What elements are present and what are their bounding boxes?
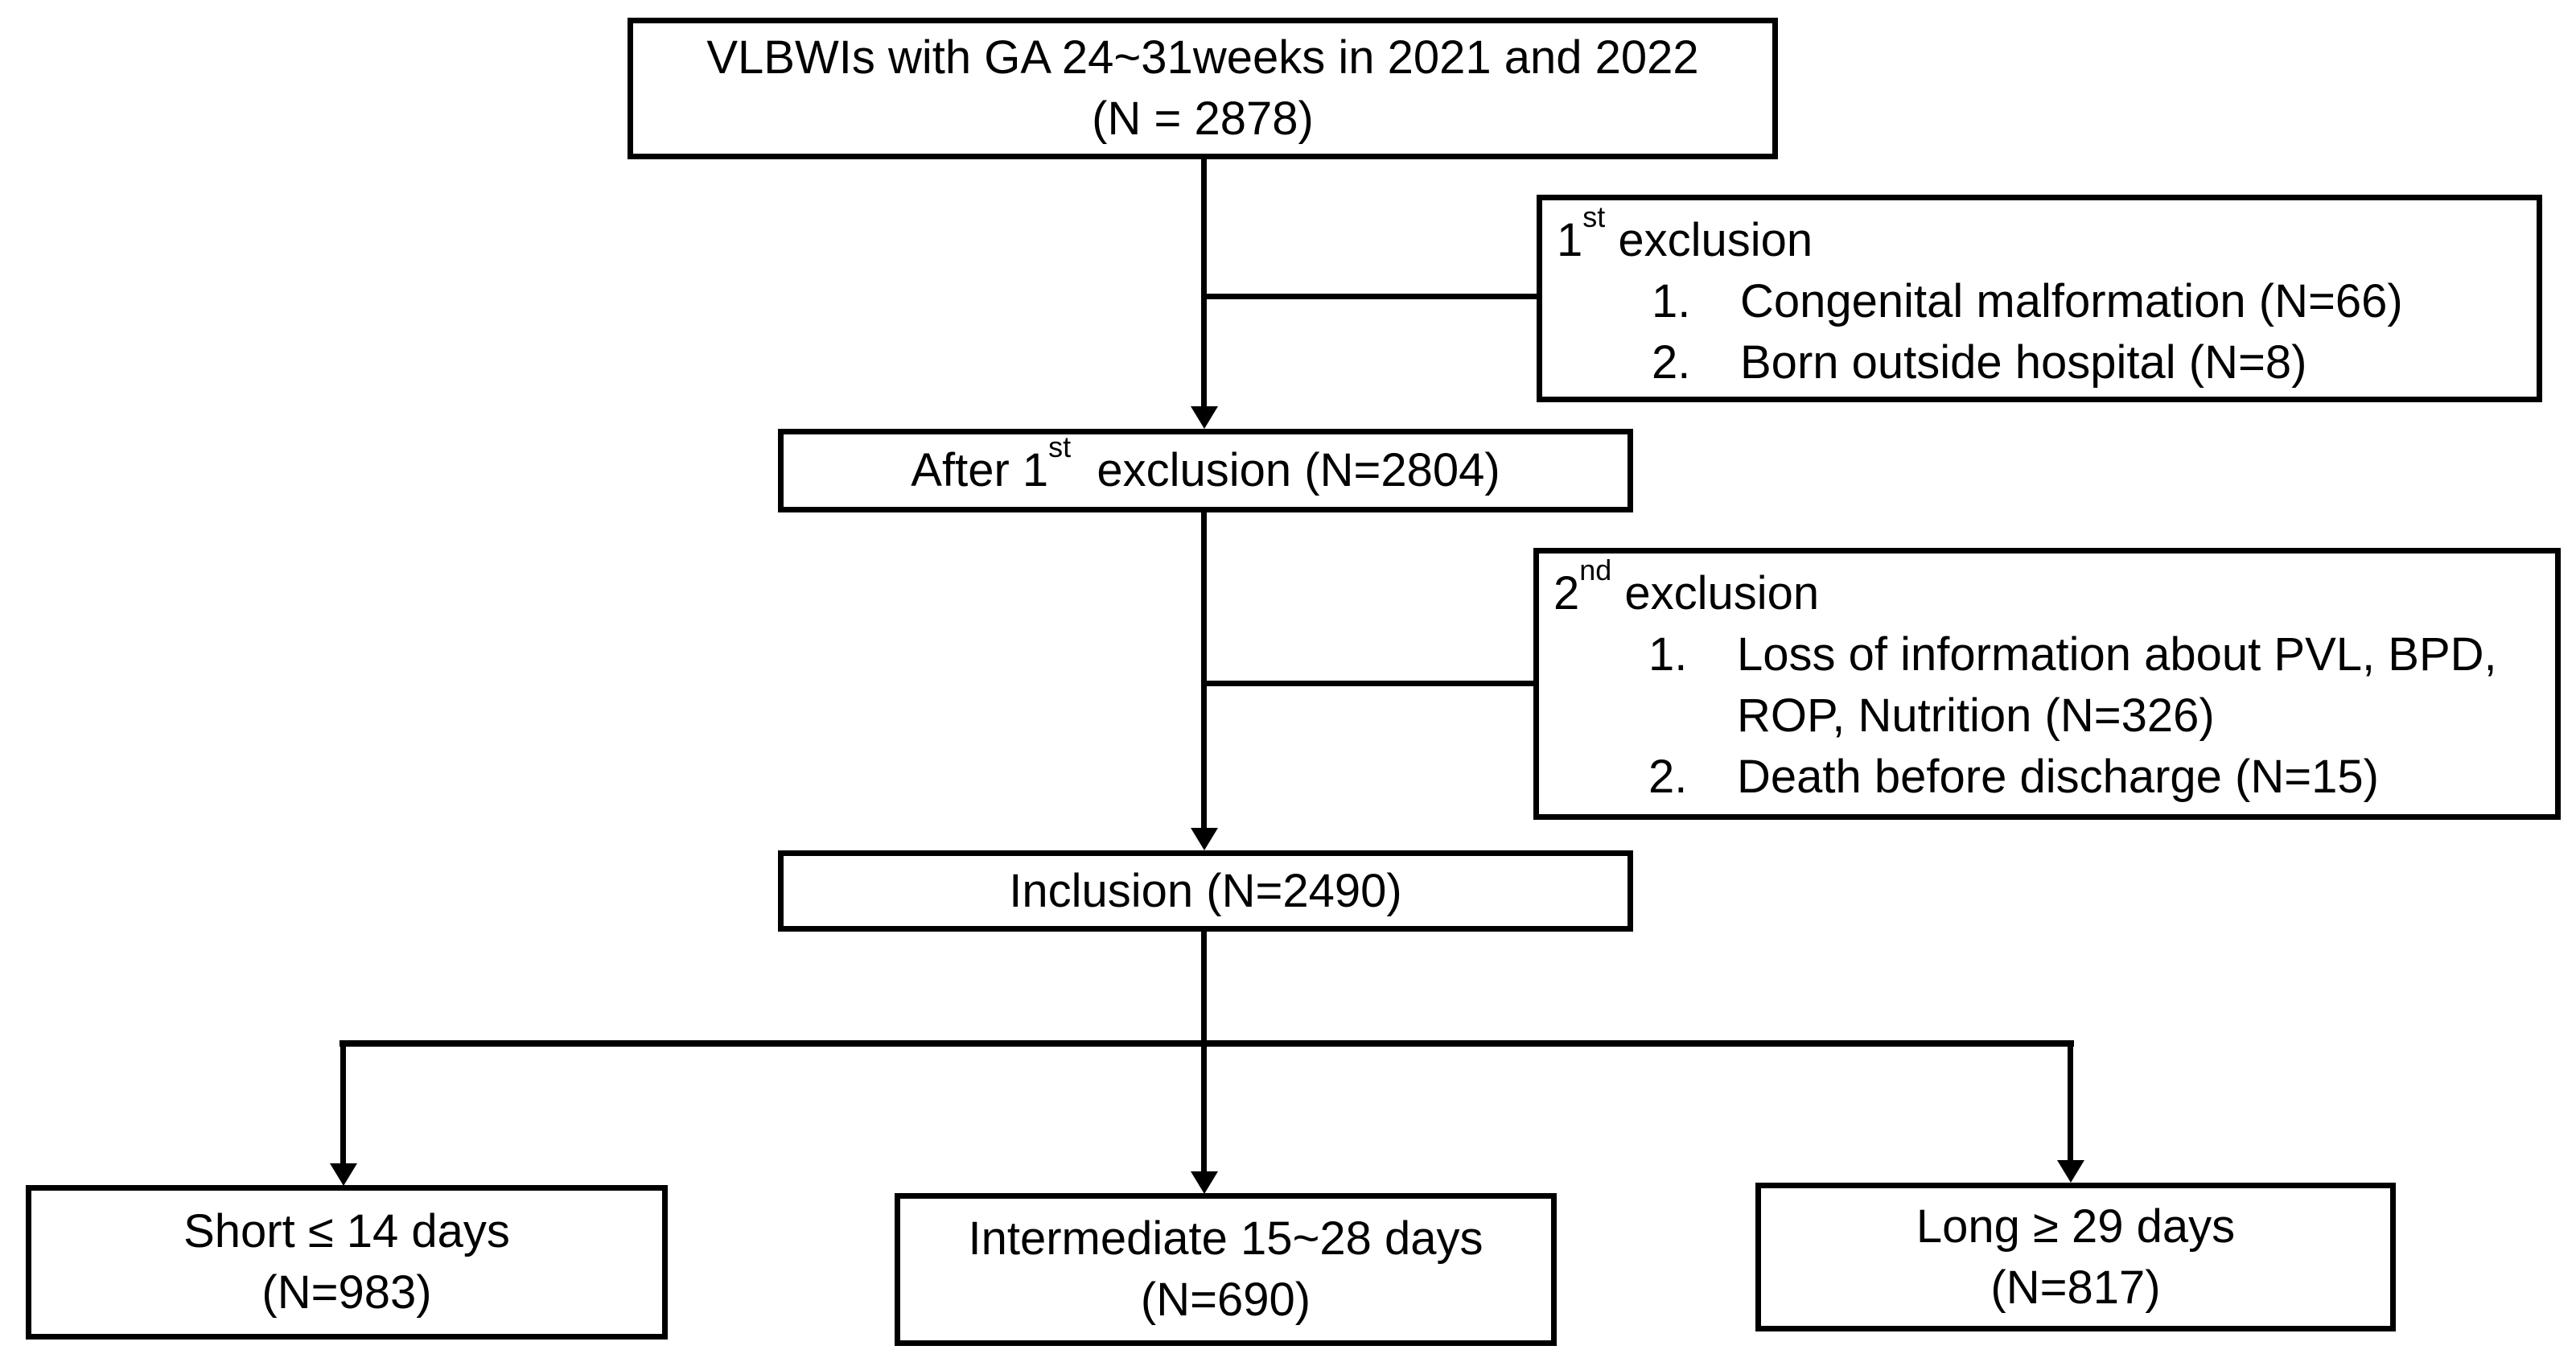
ordinal-suffix: st: [1582, 200, 1606, 233]
intermediate-group-label: Intermediate 15~28 days: [968, 1212, 1483, 1265]
item-text-line2: ROP, Nutrition (N=326): [1737, 689, 2215, 742]
item-text: Born outside hospital (N=8): [1740, 336, 2307, 389]
short-group-box: Short ≤ 14 days (N=983): [26, 1185, 668, 1340]
arrowhead-into-inclusion: [1191, 828, 1218, 850]
after-first-exclusion-label: After 1st exclusion (N=2804): [911, 430, 1500, 496]
long-group-box: Long ≥ 29 days (N=817): [1755, 1183, 2396, 1331]
long-group-label: Long ≥ 29 days: [1916, 1200, 2236, 1253]
connector-split-to-long: [2068, 1043, 2073, 1161]
after-first-exclusion-box: After 1st exclusion (N=2804): [778, 429, 1633, 512]
second-exclusion-box: 2nd exclusion 1. Loss of information abo…: [1533, 548, 2561, 820]
arrowhead-into-long: [2057, 1160, 2084, 1183]
item-number: 2.: [1648, 751, 1688, 803]
item-text: Death before discharge (N=15): [1737, 751, 2379, 803]
arrowhead-into-intermediate: [1191, 1171, 1218, 1194]
long-group-count: (N=817): [1990, 1261, 2161, 1314]
connector-inclusion-to-split: [1201, 930, 1207, 1047]
connector-split-to-short: [340, 1043, 346, 1164]
first-exclusion-item-2: 2. Born outside hospital (N=8): [1652, 332, 2522, 393]
ordinal-suffix: nd: [1579, 553, 1612, 586]
inclusion-label: Inclusion (N=2490): [1009, 864, 1402, 917]
arrowhead-into-after1: [1191, 406, 1218, 429]
item-number: 1.: [1648, 628, 1688, 681]
item-number: 1.: [1652, 275, 1691, 327]
second-exclusion-item-2: 2. Death before discharge (N=15): [1648, 747, 2541, 808]
inclusion-box: Inclusion (N=2490): [778, 850, 1633, 932]
second-exclusion-title: 2nd exclusion: [1553, 553, 1820, 619]
first-exclusion-box: 1st exclusion 1. Congenital malformation…: [1537, 195, 2542, 402]
item-text-line1: Loss of information about PVL, BPD,: [1737, 628, 2497, 681]
connector-after1-to-inclusion: [1201, 511, 1207, 831]
connector-branch-exclusion1: [1204, 294, 1538, 299]
item-number: 2.: [1652, 336, 1691, 389]
short-group-label: Short ≤ 14 days: [183, 1205, 510, 1257]
short-group-count: (N=983): [261, 1266, 432, 1319]
top-population-line1: VLBWIs with GA 24~31weeks in 2021 and 20…: [706, 31, 1699, 84]
second-exclusion-item-1: 1. Loss of information about PVL, BPD, R…: [1648, 624, 2541, 747]
connector-top-to-after1: [1201, 158, 1207, 409]
arrowhead-into-short: [330, 1163, 357, 1186]
first-exclusion-item-1: 1. Congenital malformation (N=66): [1652, 271, 2522, 332]
item-text: Congenital malformation (N=66): [1740, 275, 2403, 327]
split-bar: [339, 1040, 2074, 1047]
intermediate-group-count: (N=690): [1140, 1274, 1311, 1326]
connector-split-to-intermediate: [1201, 1047, 1207, 1172]
ordinal-suffix: st: [1048, 430, 1072, 463]
connector-branch-exclusion2: [1204, 681, 1535, 686]
top-population-box: VLBWIs with GA 24~31weeks in 2021 and 20…: [628, 18, 1778, 159]
intermediate-group-box: Intermediate 15~28 days (N=690): [895, 1193, 1557, 1346]
first-exclusion-title: 1st exclusion: [1557, 200, 1813, 266]
top-population-count: (N = 2878): [1092, 93, 1314, 145]
